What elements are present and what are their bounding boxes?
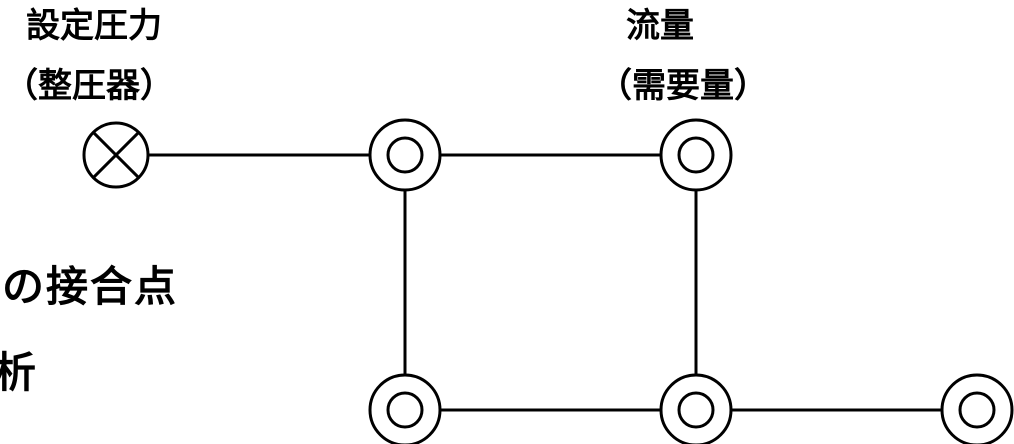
demand-label: （需要量） [598,66,768,106]
set-pressure-label: 設定圧力 [26,6,162,46]
double-circle-icon [659,118,733,192]
regulator-label: （整圧器） [4,66,174,106]
double-circle-icon [659,373,733,444]
double-circle-icon [940,373,1014,444]
crossed-circle-icon [82,121,150,189]
flow-label: 流量 [626,6,694,46]
double-circle-icon [368,118,442,192]
partial-text-label: 析 [0,348,37,397]
junction-label: の接合点 [2,262,179,311]
double-circle-icon [368,373,442,444]
